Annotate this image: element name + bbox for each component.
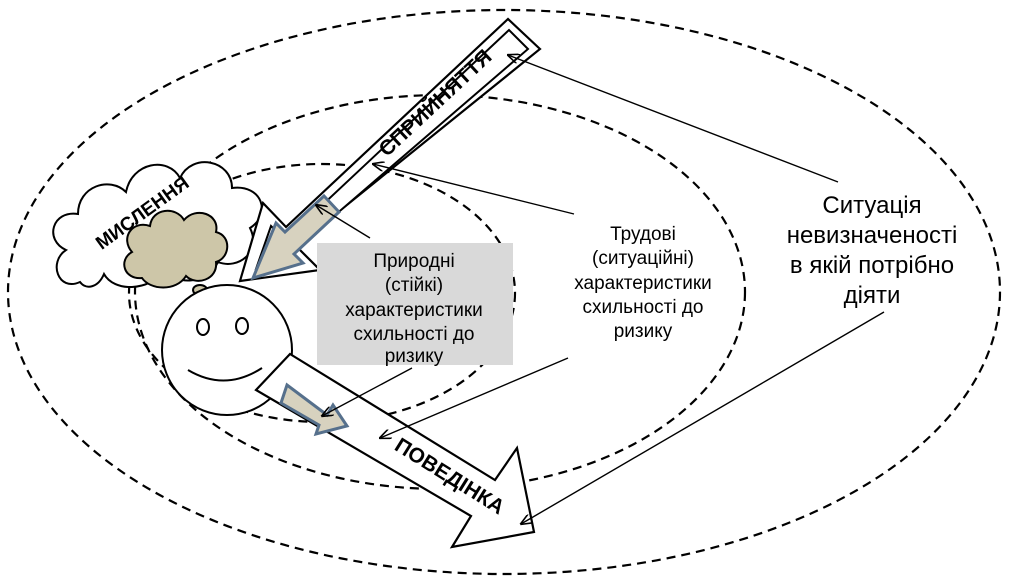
labor-characteristics-text: Трудові (ситуаційні) характеристики схил…	[574, 224, 712, 342]
svg-text:Ситуація: Ситуація	[822, 192, 921, 219]
left-eye	[196, 318, 210, 336]
connector-labor-to-perception	[373, 164, 575, 215]
behavior-arrow	[254, 352, 536, 549]
svg-text:в якій потрібно: в якій потрібно	[790, 252, 954, 279]
svg-text:невизначеності: невизначеності	[787, 222, 958, 249]
svg-text:ризику: ризику	[385, 346, 444, 367]
svg-text:(стійкі): (стійкі)	[385, 275, 443, 296]
natural-characteristics-box	[317, 243, 513, 365]
svg-text:Природні: Природні	[373, 251, 454, 272]
connector-natural-to-behavior	[322, 367, 413, 416]
natural-characteristics-text: Природні (стійкі) характеристики схильно…	[345, 251, 483, 367]
svg-text:схильності до: схильності до	[353, 324, 474, 345]
svg-text:(ситуаційні): (ситуаційні)	[592, 248, 694, 269]
outer-ellipse	[6, 8, 1002, 576]
svg-text:ризику: ризику	[614, 321, 673, 342]
person-face	[161, 284, 293, 416]
svg-text:діяти: діяти	[844, 282, 901, 309]
svg-text:характеристики: характеристики	[345, 300, 483, 321]
uncertainty-situation-text: Ситуація невизначеності в якій потрібно …	[787, 192, 958, 309]
right-eye	[235, 317, 249, 335]
connector-situation-to-perception	[508, 55, 839, 183]
perception-label: СПРИЙНЯТТЯ	[374, 45, 497, 162]
svg-text:Трудові: Трудові	[610, 224, 676, 245]
connector-situation-to-behavior	[521, 311, 885, 524]
connector-labor-to-behavior	[380, 357, 569, 438]
connector-natural-to-perception	[316, 205, 371, 239]
svg-text:характеристики: характеристики	[574, 273, 712, 294]
svg-text:схильності до: схильності до	[582, 297, 703, 318]
perception-inner-arrow	[250, 193, 342, 281]
mouth	[187, 367, 263, 382]
